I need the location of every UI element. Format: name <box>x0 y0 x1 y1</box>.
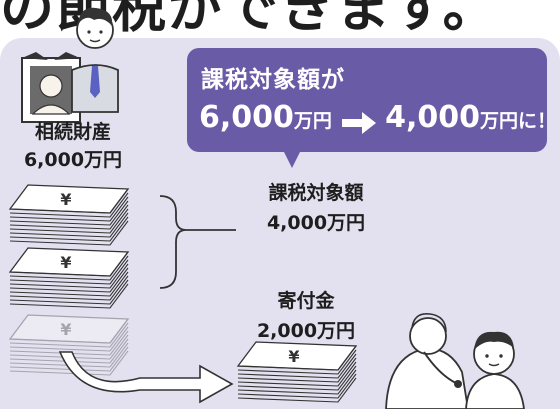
yen-icon: ¥ <box>60 253 71 272</box>
yen-icon: ¥ <box>60 320 71 339</box>
doctor-icon <box>385 312 469 409</box>
callout-to-value: 4,000 <box>385 100 480 135</box>
right-arrow-icon <box>341 111 376 134</box>
callout-from-value: 6,000 <box>199 100 294 135</box>
donation-label: 寄付金 2,000万円 <box>246 286 366 346</box>
donation-amount: 2,000万円 <box>256 320 356 342</box>
money-stack-icon: ¥ <box>9 314 129 376</box>
money-stack-icon: ¥ <box>9 247 129 309</box>
callout-heading: 課税対象額が <box>201 67 345 93</box>
callout-tail <box>283 150 301 168</box>
yen-icon: ¥ <box>60 190 71 209</box>
estate-title: 相続財産 <box>34 121 111 143</box>
callout-to-unit: 万円に！ <box>479 110 556 132</box>
child-icon <box>465 331 525 409</box>
man-icon <box>71 7 119 113</box>
taxable-title: 課税対象額 <box>268 182 364 204</box>
estate-label: 相続財産 6,000万円 <box>18 118 128 174</box>
callout-values: 6,000万円 4,000万円に！ <box>199 98 556 142</box>
portrait-icon <box>21 52 81 123</box>
taxable-amount: 4,000万円 <box>266 212 366 234</box>
estate-amount: 6,000万円 <box>23 149 123 171</box>
money-stack-icon: ¥ <box>237 341 357 403</box>
callout-from-unit: 万円 <box>293 110 332 132</box>
taxable-label: 課税対象額 4,000万円 <box>232 178 400 238</box>
curved-arrow-icon <box>58 351 234 404</box>
money-stack-icon: ¥ <box>9 184 129 246</box>
brace <box>159 195 187 289</box>
callout-bubble: 課税対象額が 6,000万円 4,000万円に！ <box>187 48 556 152</box>
yen-icon: ¥ <box>288 347 299 366</box>
donation-title: 寄付金 <box>277 290 335 312</box>
